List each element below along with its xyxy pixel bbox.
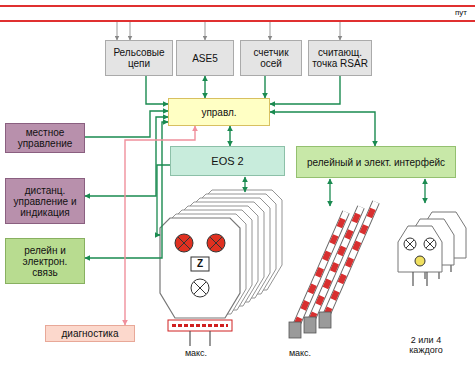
barrier [326,202,376,316]
connector [85,117,168,196]
connector [229,126,230,146]
output-box: EOS 2 [170,146,285,176]
barrier [289,322,301,338]
interface-box: релейн и электрон. связь [5,238,85,284]
barrier [304,317,316,333]
signal-head [160,218,240,346]
signal-link [244,177,245,192]
plate-letter: Z [191,257,209,271]
connector [204,76,205,98]
rail-feed [117,22,118,40]
box-label: местное управление [9,127,81,149]
signal-head [194,282,206,294]
box-label: релейный и элект. интерфейс [307,157,445,168]
signal-head [210,237,222,249]
interface-box: релейный и элект. интерфейс [296,146,456,178]
input-box: ASE5 [176,40,234,76]
road-signal [406,240,414,248]
rail-band: пут [0,5,475,22]
road-signal [398,226,442,272]
barrier [296,212,346,326]
barrier [296,212,346,326]
signal-head [175,234,193,252]
box-label: управл. [201,107,236,118]
road-signal [404,238,416,250]
barrier [319,312,331,328]
connector [130,22,131,40]
quantity-note: 2 или 4 каждого [398,336,454,356]
barrier [311,207,361,321]
barrier [326,202,376,316]
connector [85,122,168,258]
box-label: считающ. точка RSAR [312,47,368,69]
rail-feed [117,22,118,40]
box-label: релейн и электрон. связь [9,245,81,278]
road-signal [398,212,466,286]
box-label: диагностика [61,328,118,339]
connector [270,112,375,146]
signal-head [168,320,232,331]
box-label: счетчик осей [244,47,298,69]
connector [270,22,271,40]
signal-head [178,237,190,249]
barrier [289,202,376,338]
signal-head [160,218,240,318]
signal-head [172,324,228,327]
input-box: счетчик осей [240,40,302,76]
controller-box: управл. [168,98,270,126]
signal-link [157,165,170,235]
box-label: Рельсовые цепи [109,47,169,69]
box-label: дистанц. управление и индикация [9,185,81,218]
quantity-note: макс. [280,349,320,359]
signal-link [424,179,425,203]
barrier [296,212,346,326]
barrier [311,207,361,321]
connector [270,76,340,104]
signal-head [190,331,210,346]
control-box: местное управление [5,123,85,153]
road-signal [413,272,427,286]
input-box: считающ. точка RSAR [308,40,372,76]
connector [205,22,206,40]
box-label: EOS 2 [211,155,243,167]
connector [340,22,341,40]
connector [146,76,168,104]
road-signal [398,226,442,286]
input-box: Рельсовые цепи [105,40,173,76]
road-signal [426,240,434,248]
road-signal [415,256,425,266]
signal-link [329,179,330,206]
track-label: пут [455,9,467,18]
quantity-note: макс. [176,349,216,359]
diagnostic-box: диагностика [45,325,135,342]
road-signal [424,238,436,250]
barrier [311,207,361,321]
box-label: ASE5 [192,53,218,64]
signal-head [191,257,209,271]
control-box: дистанц. управление и индикация [5,178,85,224]
signal-head [207,234,225,252]
connector [264,76,265,98]
barrier [326,202,376,316]
signal-head [191,279,209,297]
